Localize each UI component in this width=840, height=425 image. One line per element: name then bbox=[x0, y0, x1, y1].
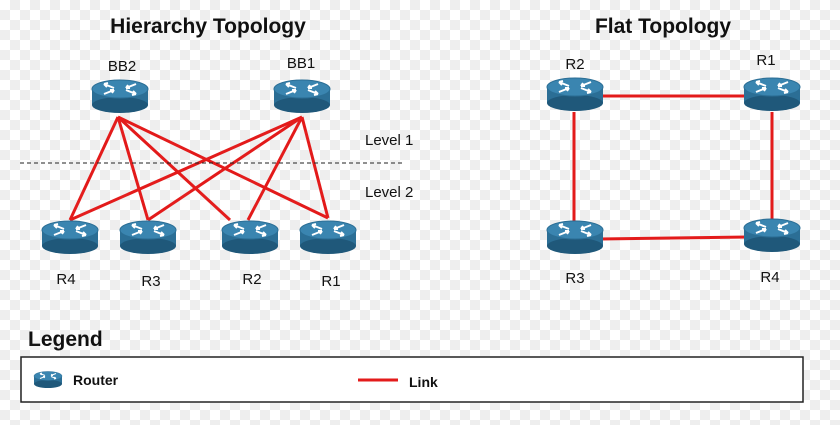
flat-label-r3: R3 bbox=[565, 270, 584, 287]
router-icon bbox=[41, 220, 99, 255]
flat-label-r2: R2 bbox=[565, 56, 584, 73]
link-bb1-r3 bbox=[147, 115, 303, 222]
router-icon bbox=[299, 220, 357, 255]
router-label-r4: R4 bbox=[56, 271, 75, 288]
hierarchy-links bbox=[68, 115, 330, 222]
legend-title: Legend bbox=[28, 328, 103, 351]
router-label-r2: R2 bbox=[242, 271, 261, 288]
level-1-label: Level 1 bbox=[365, 132, 413, 149]
legend-router-icon bbox=[33, 371, 63, 389]
router-icon bbox=[743, 77, 801, 112]
router-icon bbox=[221, 220, 279, 255]
link-bb2-r3 bbox=[116, 116, 150, 221]
level-2-label: Level 2 bbox=[365, 184, 413, 201]
legend-link-label: Link bbox=[409, 374, 438, 390]
router-icon bbox=[546, 220, 604, 255]
router-icon bbox=[91, 79, 149, 114]
link-bb2-r4 bbox=[68, 116, 120, 221]
link-bb1-r2 bbox=[246, 116, 304, 221]
flat-label-r4: R4 bbox=[760, 269, 779, 286]
link-bb2-r2 bbox=[116, 115, 232, 222]
link-bb1-r1 bbox=[300, 116, 330, 219]
link-r3-r4 bbox=[599, 235, 749, 241]
flat-title: Flat Topology bbox=[595, 15, 731, 38]
router-icon bbox=[546, 77, 604, 112]
legend-router-label: Router bbox=[73, 372, 119, 388]
link-bb1-r4 bbox=[69, 115, 303, 222]
router-label-r1: R1 bbox=[321, 273, 340, 290]
flat-links bbox=[572, 94, 774, 241]
router-icon bbox=[273, 79, 331, 114]
hierarchy-title: Hierarchy Topology bbox=[110, 15, 306, 38]
link-bb2-r1 bbox=[117, 115, 329, 220]
router-icon bbox=[743, 218, 801, 253]
router-label-bb1: BB1 bbox=[287, 55, 315, 72]
legend-box bbox=[20, 356, 804, 403]
router-icon bbox=[119, 220, 177, 255]
router-label-bb2: BB2 bbox=[108, 58, 136, 75]
flat-label-r1: R1 bbox=[756, 52, 775, 69]
router-label-r3: R3 bbox=[141, 273, 160, 290]
